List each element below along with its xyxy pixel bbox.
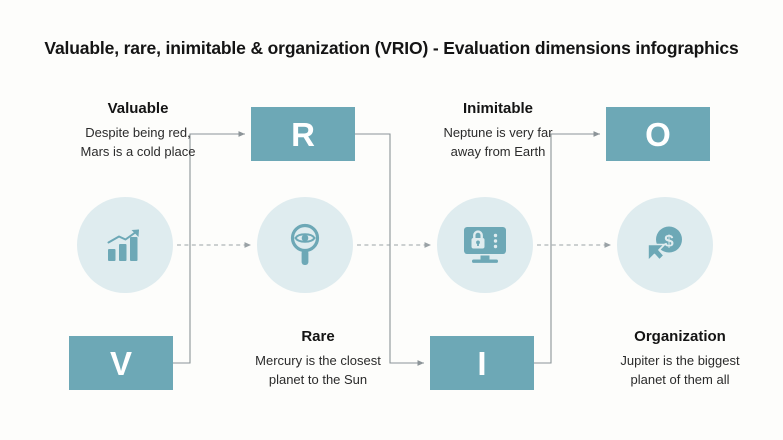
letter-box-rare[interactable]: R — [251, 107, 355, 161]
description-organization-line2: planet of them all — [630, 371, 730, 387]
description-organization-line1: Jupiter is the biggest — [620, 353, 740, 369]
description-valuable: Despite being red, Mars is a cold place — [38, 124, 238, 161]
description-rare-line1: Mercury is the closest — [255, 353, 381, 369]
page-title: Valuable, rare, inimitable & organizatio… — [44, 38, 739, 58]
text-block-rare: Rare Mercury is the closest planet to th… — [218, 328, 418, 389]
icon-circle-rare[interactable] — [257, 197, 353, 293]
icon-circle-inimitable[interactable] — [437, 197, 533, 293]
letter-box-inimitable[interactable]: I — [430, 336, 534, 390]
description-valuable-line2: Mars is a cold place — [80, 143, 196, 159]
svg-text:$: $ — [664, 232, 674, 251]
letter-glyph-i: I — [477, 344, 487, 382]
letter-glyph-o: O — [645, 115, 671, 153]
description-organization: Jupiter is the biggest planet of them al… — [578, 352, 782, 389]
heading-rare: Rare — [301, 328, 335, 345]
description-rare-line2: planet to the Sun — [268, 371, 368, 387]
description-inimitable-line2: away from Earth — [450, 143, 546, 159]
description-rare: Mercury is the closest planet to the Sun — [218, 352, 418, 389]
heading-valuable: Valuable — [107, 100, 169, 117]
letter-box-organization[interactable]: O — [606, 107, 710, 161]
magnifier-eye-icon — [290, 223, 320, 265]
letter-box-valuable[interactable]: V — [69, 336, 173, 390]
heading-organization: Organization — [634, 328, 726, 345]
heading-inimitable: Inimitable — [462, 100, 533, 117]
letter-glyph-r: R — [291, 115, 315, 153]
description-inimitable: Neptune is very far away from Earth — [398, 124, 598, 161]
icon-circle-organization[interactable]: $ — [617, 197, 713, 293]
text-block-inimitable: Inimitable Neptune is very far away from… — [398, 100, 598, 161]
bar-chart-growth-icon — [107, 229, 139, 261]
description-valuable-line1: Despite being red, — [85, 125, 191, 141]
icon-circle-valuable[interactable] — [77, 197, 173, 293]
dollar-coin-cursor-icon: $ — [647, 226, 682, 262]
text-block-organization: Organization Jupiter is the biggest plan… — [578, 328, 782, 389]
text-block-valuable: Valuable Despite being red, Mars is a co… — [38, 100, 238, 161]
description-inimitable-line1: Neptune is very far — [443, 125, 553, 141]
letter-glyph-v: V — [109, 344, 132, 382]
monitor-lock-icon — [464, 227, 506, 263]
